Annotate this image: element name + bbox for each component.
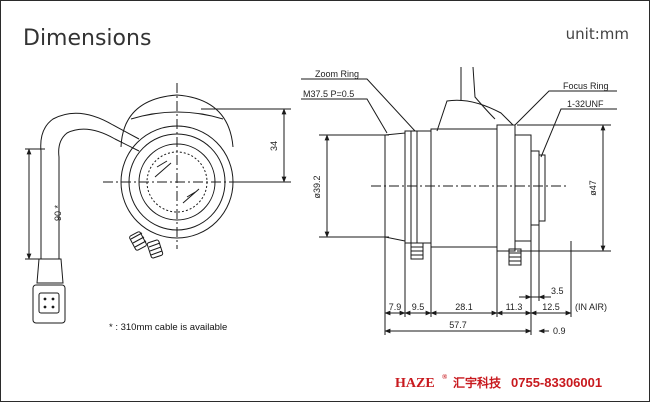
brand-registered-mark: ®: [442, 373, 448, 381]
side-front-bevel: [384, 132, 406, 242]
front-housing-top: [120, 94, 234, 148]
leader-zoom-ring: [301, 78, 416, 132]
in-air-label: (IN AIR): [575, 302, 607, 312]
front-housing-edge: [130, 111, 224, 120]
side-body: [430, 128, 498, 248]
company-phone: 0755-83306001: [511, 375, 602, 390]
focus-ring-label: Focus Ring: [563, 81, 609, 91]
company-name: 汇宇科技: [453, 375, 502, 390]
side-view: [301, 66, 617, 335]
dim-28-1-label: 28.1: [455, 302, 473, 312]
side-housing-bump: [436, 99, 514, 132]
dim-9-5-label: 9.5: [412, 302, 425, 312]
brand-logo-text: HAZE: [395, 376, 435, 391]
mount-label: 1-32UNF: [567, 99, 604, 109]
cable-note: * : 310mm cable is available: [109, 322, 227, 333]
leader-mount: [540, 108, 617, 158]
dim-12-5-label: 12.5: [542, 302, 560, 312]
glass-glint: [154, 160, 200, 204]
front-knob-right: [146, 239, 164, 259]
cable-inner: [58, 128, 140, 259]
footer-brand: HAZE ® 汇宇科技 0755-83306001: [395, 373, 602, 391]
connector-face: [38, 292, 60, 314]
side-mount-thread: [538, 154, 546, 222]
dim-7-9-label: 7.9: [389, 302, 402, 312]
dim-90-label: 90 *: [53, 204, 63, 221]
cable-outer: [40, 112, 140, 259]
thread-label: M37.5 P=0.5: [303, 89, 354, 99]
dia-39-label: ø39.2: [312, 175, 322, 198]
leader-focus-ring: [514, 90, 617, 126]
dim-0-9-label: 0.9: [553, 326, 566, 336]
leader-thread: [301, 98, 388, 134]
dim-11-3-label: 11.3: [506, 302, 523, 312]
cable-boot: [36, 258, 64, 284]
page-title: Dimensions: [23, 26, 151, 51]
side-focus-ring: [496, 124, 516, 252]
unit-label: unit:mm: [566, 25, 629, 43]
side-rear-body: [514, 134, 532, 242]
side-zoom-ring: [404, 130, 432, 244]
side-cable: [460, 66, 496, 120]
front-view: [25, 83, 291, 324]
connector-body: [32, 284, 66, 324]
dia-47-label: ø47: [588, 180, 598, 196]
zoom-ring-label: Zoom Ring: [315, 69, 359, 79]
dim-34-label: 34: [269, 141, 279, 151]
dim-3-5-label: 3.5: [551, 286, 564, 296]
front-knob-left: [129, 231, 147, 251]
side-mount: [530, 150, 540, 226]
dim-57-7-label: 57.7: [449, 320, 467, 330]
